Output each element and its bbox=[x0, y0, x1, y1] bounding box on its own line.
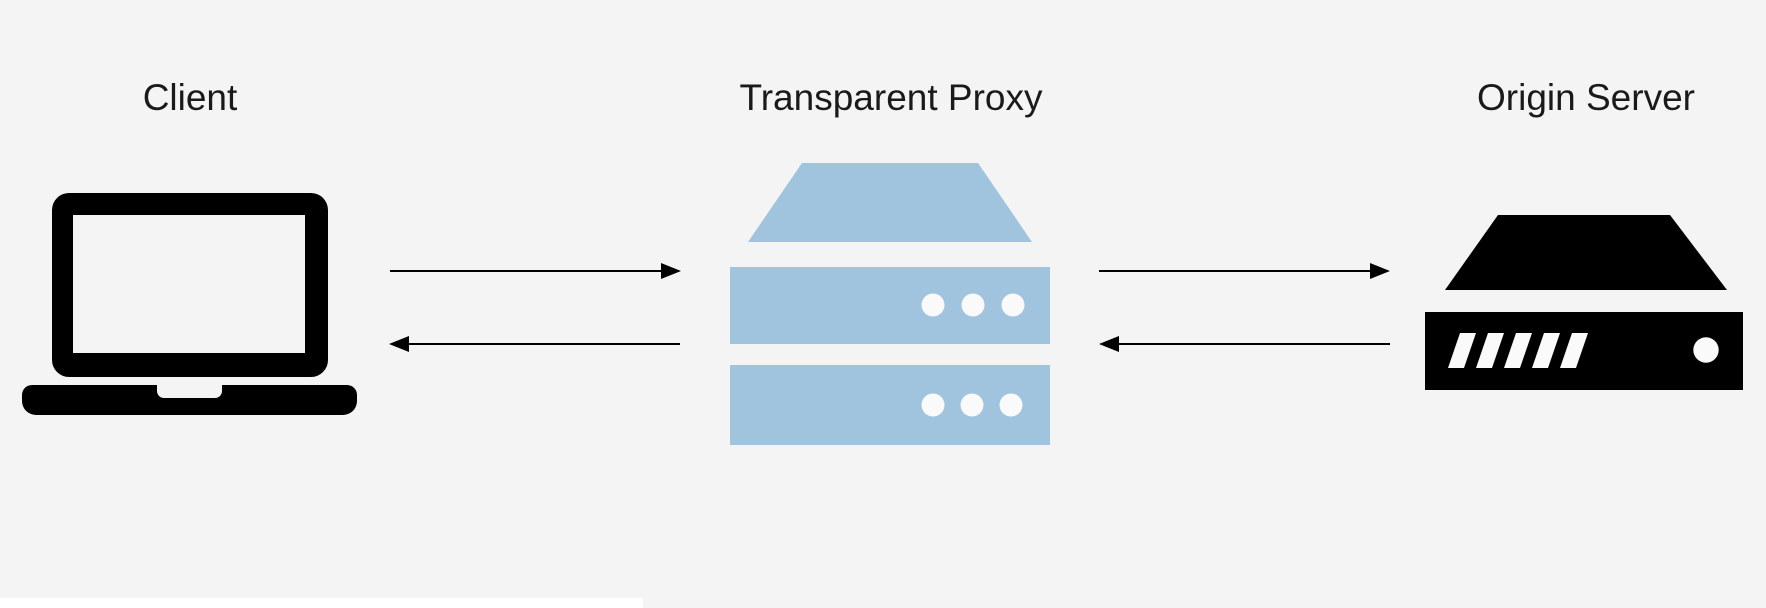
proxy-server-icon bbox=[730, 163, 1050, 445]
client-label: Client bbox=[142, 77, 238, 118]
origin-server-label: Origin Server bbox=[1477, 77, 1695, 118]
origin-server-icon bbox=[1425, 215, 1743, 390]
arrowhead-left-icon bbox=[1099, 336, 1119, 352]
arrow-origin-to-proxy bbox=[1099, 336, 1390, 352]
arrow-line bbox=[390, 269, 665, 272]
arrowhead-right-icon bbox=[661, 263, 681, 279]
arrow-proxy-to-origin bbox=[1099, 263, 1390, 279]
bottom-left-white-strip bbox=[0, 598, 643, 608]
arrow-line bbox=[1099, 269, 1374, 272]
arrow-line bbox=[1115, 342, 1390, 345]
arrowhead-left-icon bbox=[389, 336, 409, 352]
arrow-line bbox=[405, 342, 680, 345]
laptop-icon bbox=[22, 193, 357, 415]
arrow-proxy-to-client bbox=[389, 336, 680, 352]
arrowhead-right-icon bbox=[1370, 263, 1390, 279]
transparent-proxy-label: Transparent Proxy bbox=[739, 77, 1043, 118]
arrow-client-to-proxy bbox=[390, 263, 681, 279]
